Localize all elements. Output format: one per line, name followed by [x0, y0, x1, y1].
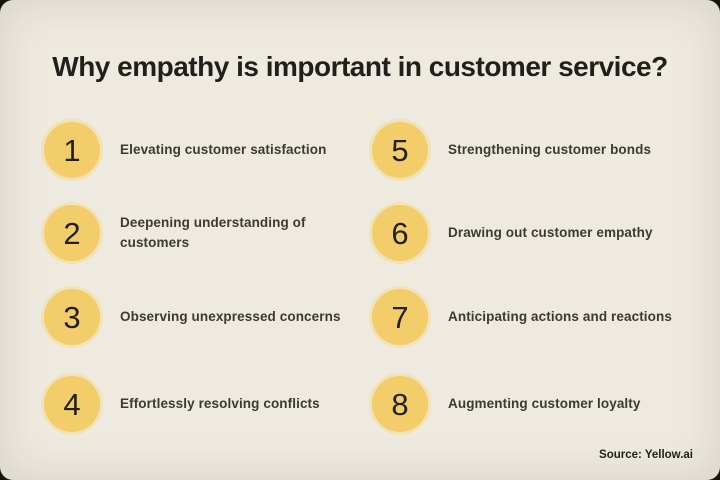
- item-8-number-badge: 8: [372, 376, 428, 432]
- item-4-number: 4: [63, 386, 81, 422]
- item-8-number: 8: [391, 386, 409, 422]
- list-item-1: 1 Elevating customer satisfaction: [44, 122, 350, 178]
- list-item-5: 5 Strengthening customer bonds: [372, 122, 713, 178]
- item-3-number-badge: 3: [44, 289, 100, 345]
- item-4-label: Effortlessly resolving conflicts: [120, 396, 320, 411]
- item-2-number-badge: 2: [44, 205, 100, 261]
- item-7-number: 7: [391, 299, 409, 335]
- page-title: Why empathy is important in customer ser…: [52, 51, 668, 82]
- item-8-label: Augmenting customer loyalty: [448, 396, 641, 411]
- item-7-label: Anticipating actions and reactions: [448, 309, 672, 324]
- item-1-number: 1: [63, 132, 81, 168]
- item-6-number: 6: [391, 215, 409, 251]
- item-6-label: Drawing out customer empathy: [448, 225, 653, 240]
- item-4-number-badge: 4: [44, 376, 100, 432]
- item-5-label: Strengthening customer bonds: [448, 142, 652, 157]
- item-2-number: 2: [63, 215, 81, 251]
- list-item-3: 3 Observing unexpressed concerns: [44, 289, 350, 345]
- list-item-6: 6 Drawing out customer empathy: [372, 205, 713, 261]
- item-1-label: Elevating customer satisfaction: [120, 142, 327, 157]
- item-5-number-badge: 5: [372, 122, 428, 178]
- item-6-number-badge: 6: [372, 205, 428, 261]
- item-3-number: 3: [63, 299, 81, 335]
- item-5-number: 5: [391, 132, 409, 168]
- item-2-label: Deepening understanding of customers: [120, 215, 306, 250]
- list-item-4: 4 Effortlessly resolving conflicts: [44, 376, 350, 432]
- list-item-2: 2 Deepening understanding of customers: [44, 205, 350, 261]
- item-7-number-badge: 7: [372, 289, 428, 345]
- list-item-8: 8 Augmenting customer loyalty: [372, 376, 713, 432]
- item-3-label: Observing unexpressed concerns: [120, 309, 341, 324]
- list-item-7: 7 Anticipating actions and reactions: [372, 289, 713, 345]
- source-attribution: Source: Yellow.ai: [599, 449, 693, 461]
- item-1-number-badge: 1: [44, 122, 100, 178]
